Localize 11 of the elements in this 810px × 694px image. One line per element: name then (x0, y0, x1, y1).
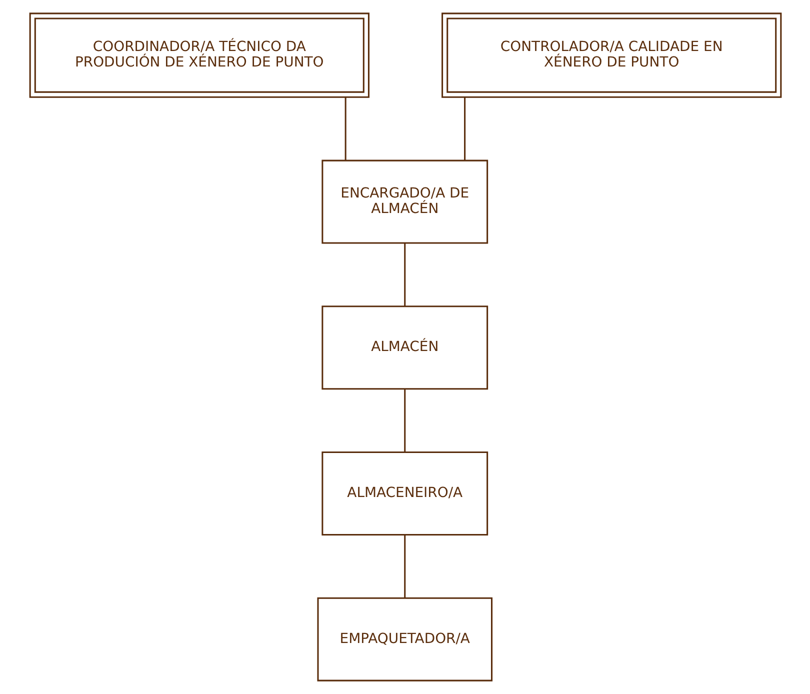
node-box: COORDINADOR/A TÉCNICO DA PRODUCIÓN DE XÉNERO DE PUNTO (28, 12, 369, 98)
node-box: EMPAQUETADOR/A (316, 597, 492, 682)
node-box: CONTROLADOR/A CALIDADE EN XÉNERO DE PUNTO (441, 12, 782, 98)
connector (404, 243, 406, 306)
node-box: ENCARGADO/A DE ALMACÉN (321, 160, 488, 244)
connector (464, 97, 466, 160)
connector (404, 389, 406, 452)
node-box: ALMACENEIRO/A (321, 452, 488, 536)
node-box: ALMACÉN (321, 306, 488, 390)
connector (404, 534, 406, 598)
connector (344, 97, 346, 160)
